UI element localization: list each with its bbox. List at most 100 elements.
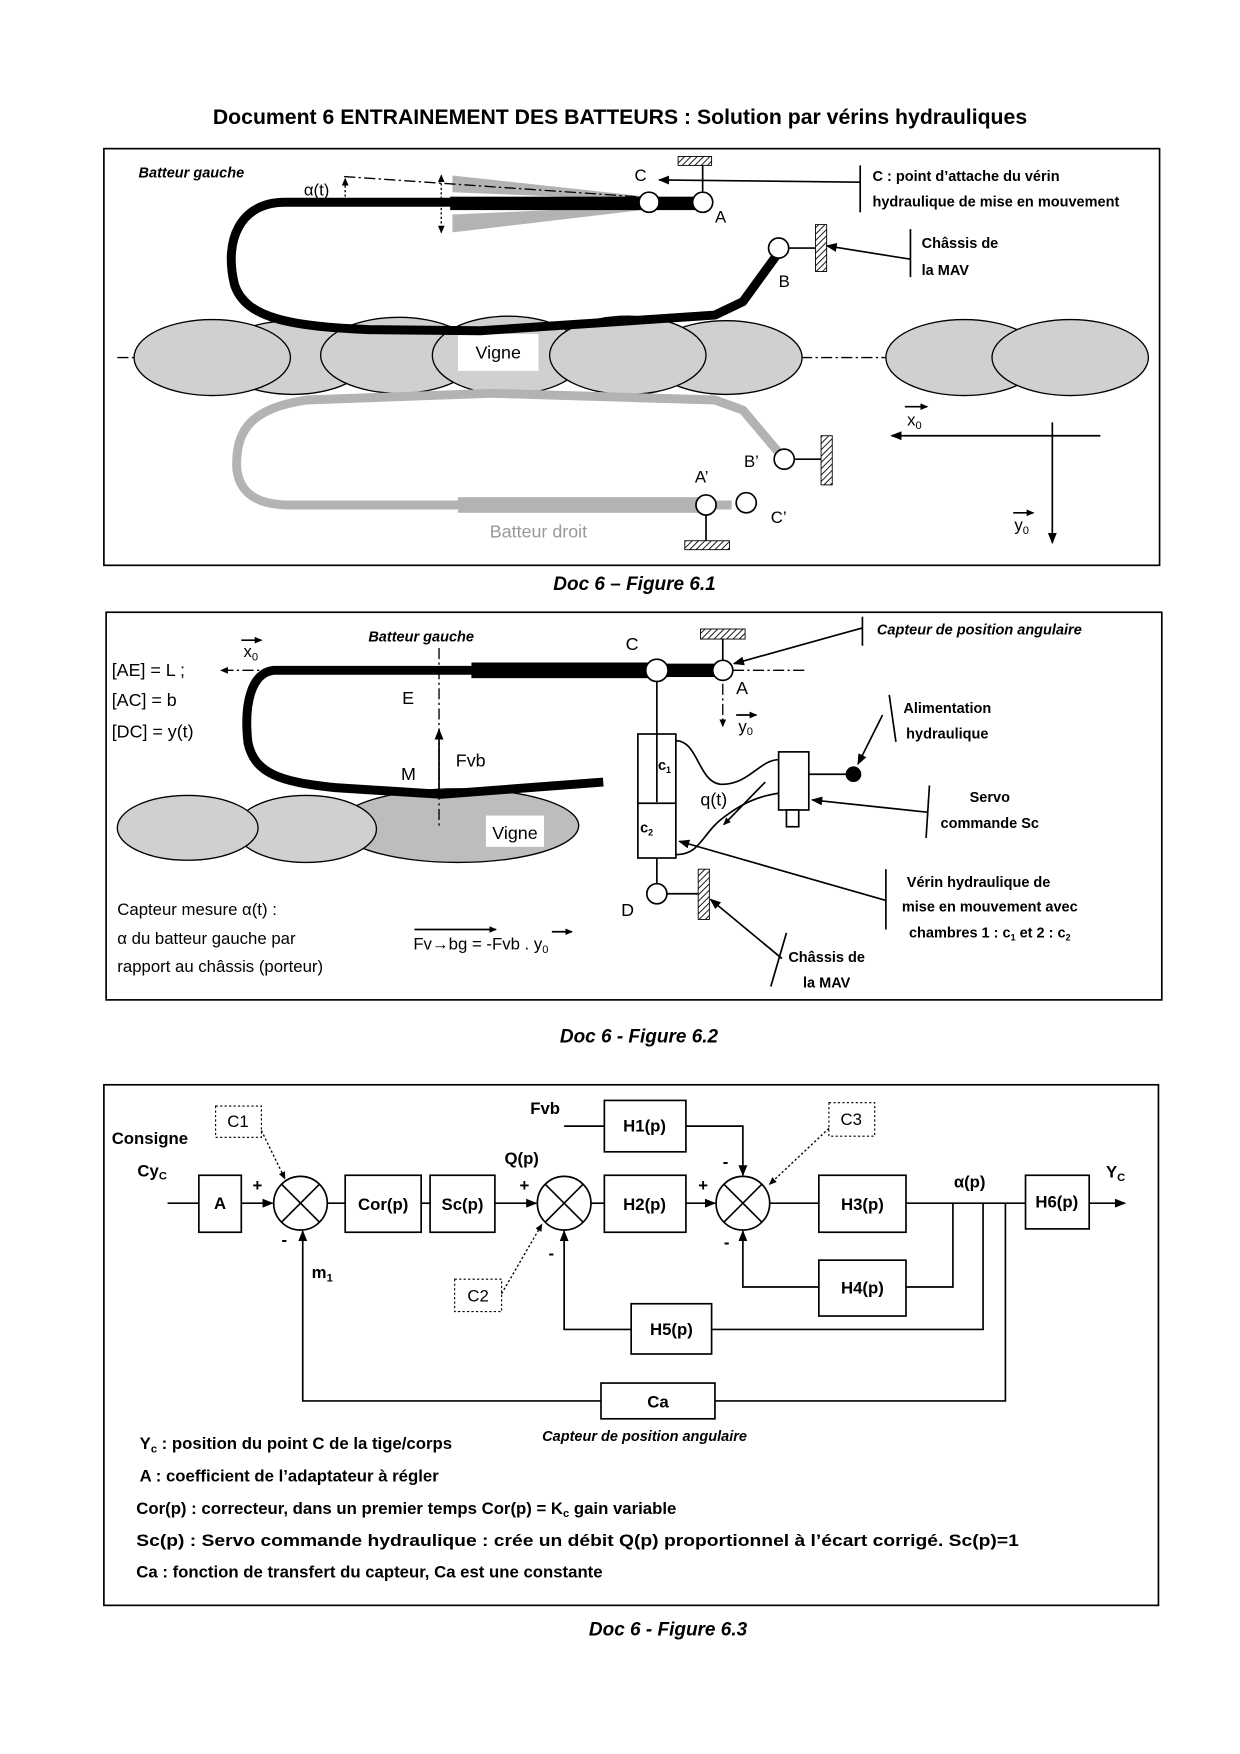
- point-c-prime-joint: [735, 491, 758, 514]
- block-h4-label: H4(p): [841, 1279, 884, 1298]
- ca-caption: Capteur de position angulaire: [542, 1429, 747, 1445]
- sum3-plus: +: [698, 1176, 708, 1195]
- block-h1-label: H1(p): [623, 1117, 666, 1136]
- c3-pointer: [768, 1127, 830, 1185]
- servo-line1: Servo: [970, 790, 1010, 806]
- label-c: C: [635, 166, 647, 185]
- point-c-joint: [644, 658, 669, 683]
- sum2-plus: +: [519, 1176, 529, 1195]
- block-h3-label: H3(p): [841, 1195, 884, 1214]
- block-cor: [344, 1174, 422, 1234]
- label-yc-output: YC: [1106, 1163, 1125, 1184]
- servo-leader: [925, 785, 931, 838]
- figure-6-2: Batteur gauche x0 [AE] = L ; [AC] = b [D…: [105, 611, 1163, 1001]
- batteur-gauche-bar: [450, 196, 699, 211]
- batteur-droit-bar: [458, 497, 707, 513]
- sum2-minus: -: [549, 1244, 555, 1263]
- sum3-minus-top: -: [723, 1152, 729, 1171]
- comparator-c1-box: [215, 1105, 262, 1138]
- feedback-line: [905, 1203, 954, 1288]
- label-fvb: Fvb: [530, 1099, 560, 1118]
- block-a-label: A: [214, 1194, 226, 1213]
- label-m1: m1: [312, 1263, 333, 1284]
- comparator-c3-label: C3: [841, 1110, 862, 1129]
- flow-arrow-qt: [723, 781, 766, 826]
- label-c-prime: C’: [771, 508, 787, 527]
- label-y0: y0: [1014, 516, 1029, 537]
- label-batteur-gauche: Batteur gauche: [368, 629, 474, 645]
- chassis-line1: Châssis de: [788, 950, 865, 966]
- sum1-minus: -: [282, 1231, 288, 1250]
- block-sc-label: Sc(p): [442, 1195, 484, 1214]
- definition-ae: [AE] = L ;: [112, 660, 185, 680]
- batteur-gauche-shape: [242, 665, 604, 799]
- point-a-joint: [691, 191, 714, 214]
- label-qp: Q(p): [504, 1149, 538, 1168]
- frame-hatch-d: [697, 868, 710, 920]
- verin-arrow: [678, 839, 887, 902]
- vine-plant: [991, 318, 1150, 397]
- label-a-prime: A’: [695, 468, 709, 487]
- servo-valve-spool: [785, 809, 800, 828]
- definition-dc: [DC] = y(t): [112, 721, 194, 741]
- sum1-plus: +: [252, 1176, 262, 1195]
- point-d-joint: [645, 882, 668, 905]
- vigne-label-bg: [458, 334, 539, 371]
- feedback-line: [298, 1230, 602, 1402]
- point-a-prime-joint: [695, 494, 717, 516]
- capteur-mesure-line3: rapport au châssis (porteur): [117, 957, 323, 976]
- alim-line2: hydraulique: [906, 726, 988, 742]
- alim-arrow: [857, 714, 884, 766]
- label-consigne: Consigne: [112, 1129, 188, 1148]
- verin-line1: Vérin hydraulique de: [907, 875, 1051, 891]
- label-alpha-p: α(p): [954, 1173, 986, 1192]
- sum3-minus-bottom: -: [724, 1233, 730, 1252]
- hydraulic-supply-dot: [845, 766, 862, 783]
- label-c2: c2: [640, 820, 653, 837]
- label-c: C: [626, 634, 639, 654]
- note-c-arrow: [657, 175, 861, 185]
- comparator-c3-box: [828, 1102, 876, 1137]
- block-h3: [818, 1174, 907, 1234]
- chassis-arrow: [825, 243, 911, 261]
- block-h6: [1024, 1174, 1091, 1230]
- vigne-label-bg: [485, 815, 545, 847]
- legend-ca: Ca : fonction de transfert du capteur, C…: [136, 1562, 602, 1581]
- frame-hatch-a-prime: [684, 540, 730, 551]
- label-m: M: [401, 764, 416, 784]
- chassis-line2: la MAV: [922, 263, 970, 279]
- vine-rows: [133, 315, 1150, 397]
- point-b-prime-joint: [773, 448, 796, 471]
- figure-6-3: Consigne CyC A + - C1 Cor(p) Sc(p) Q(p) …: [103, 1083, 1160, 1607]
- c1-pointer: [260, 1130, 286, 1180]
- capteur-mesure-line2: α du batteur gauche par: [117, 929, 296, 948]
- summing-junction-3: [715, 1175, 771, 1231]
- label-b-prime: B’: [744, 452, 759, 471]
- alim-line1: Alimentation: [903, 701, 991, 717]
- summing-junction-1: [272, 1175, 329, 1231]
- caption-figure-6-3: Doc 6 - Figure 6.3: [589, 1620, 748, 1641]
- hose-chamber-1: [675, 739, 779, 786]
- label-e: E: [402, 688, 414, 708]
- capteur-label: Capteur de position angulaire: [877, 623, 1082, 639]
- batteur-gauche-bar: [471, 662, 662, 679]
- batteur-gauche-end: [659, 663, 721, 678]
- feedback-line: [559, 1230, 632, 1331]
- block-h5-label: H5(p): [650, 1320, 693, 1339]
- batteur-gauche-shape: [226, 197, 783, 336]
- label-a: A: [715, 207, 727, 226]
- comparator-c1-label: C1: [227, 1112, 248, 1131]
- block-h4: [818, 1259, 907, 1317]
- block-h2: [603, 1174, 687, 1234]
- block-a: [198, 1174, 243, 1234]
- chassis-arrow: [709, 898, 783, 960]
- feedback-line: [711, 1203, 984, 1331]
- label-batteur-droit: Batteur droit: [490, 521, 587, 541]
- label-qt: q(t): [700, 790, 727, 810]
- hose-chamber-2: [675, 792, 779, 856]
- chassis-line1: Châssis de: [922, 236, 999, 252]
- comparator-c2-label: C2: [467, 1287, 488, 1306]
- label-cyc: CyC: [137, 1161, 166, 1182]
- servo-arrow: [811, 796, 928, 814]
- chassis-line2: la MAV: [803, 976, 851, 992]
